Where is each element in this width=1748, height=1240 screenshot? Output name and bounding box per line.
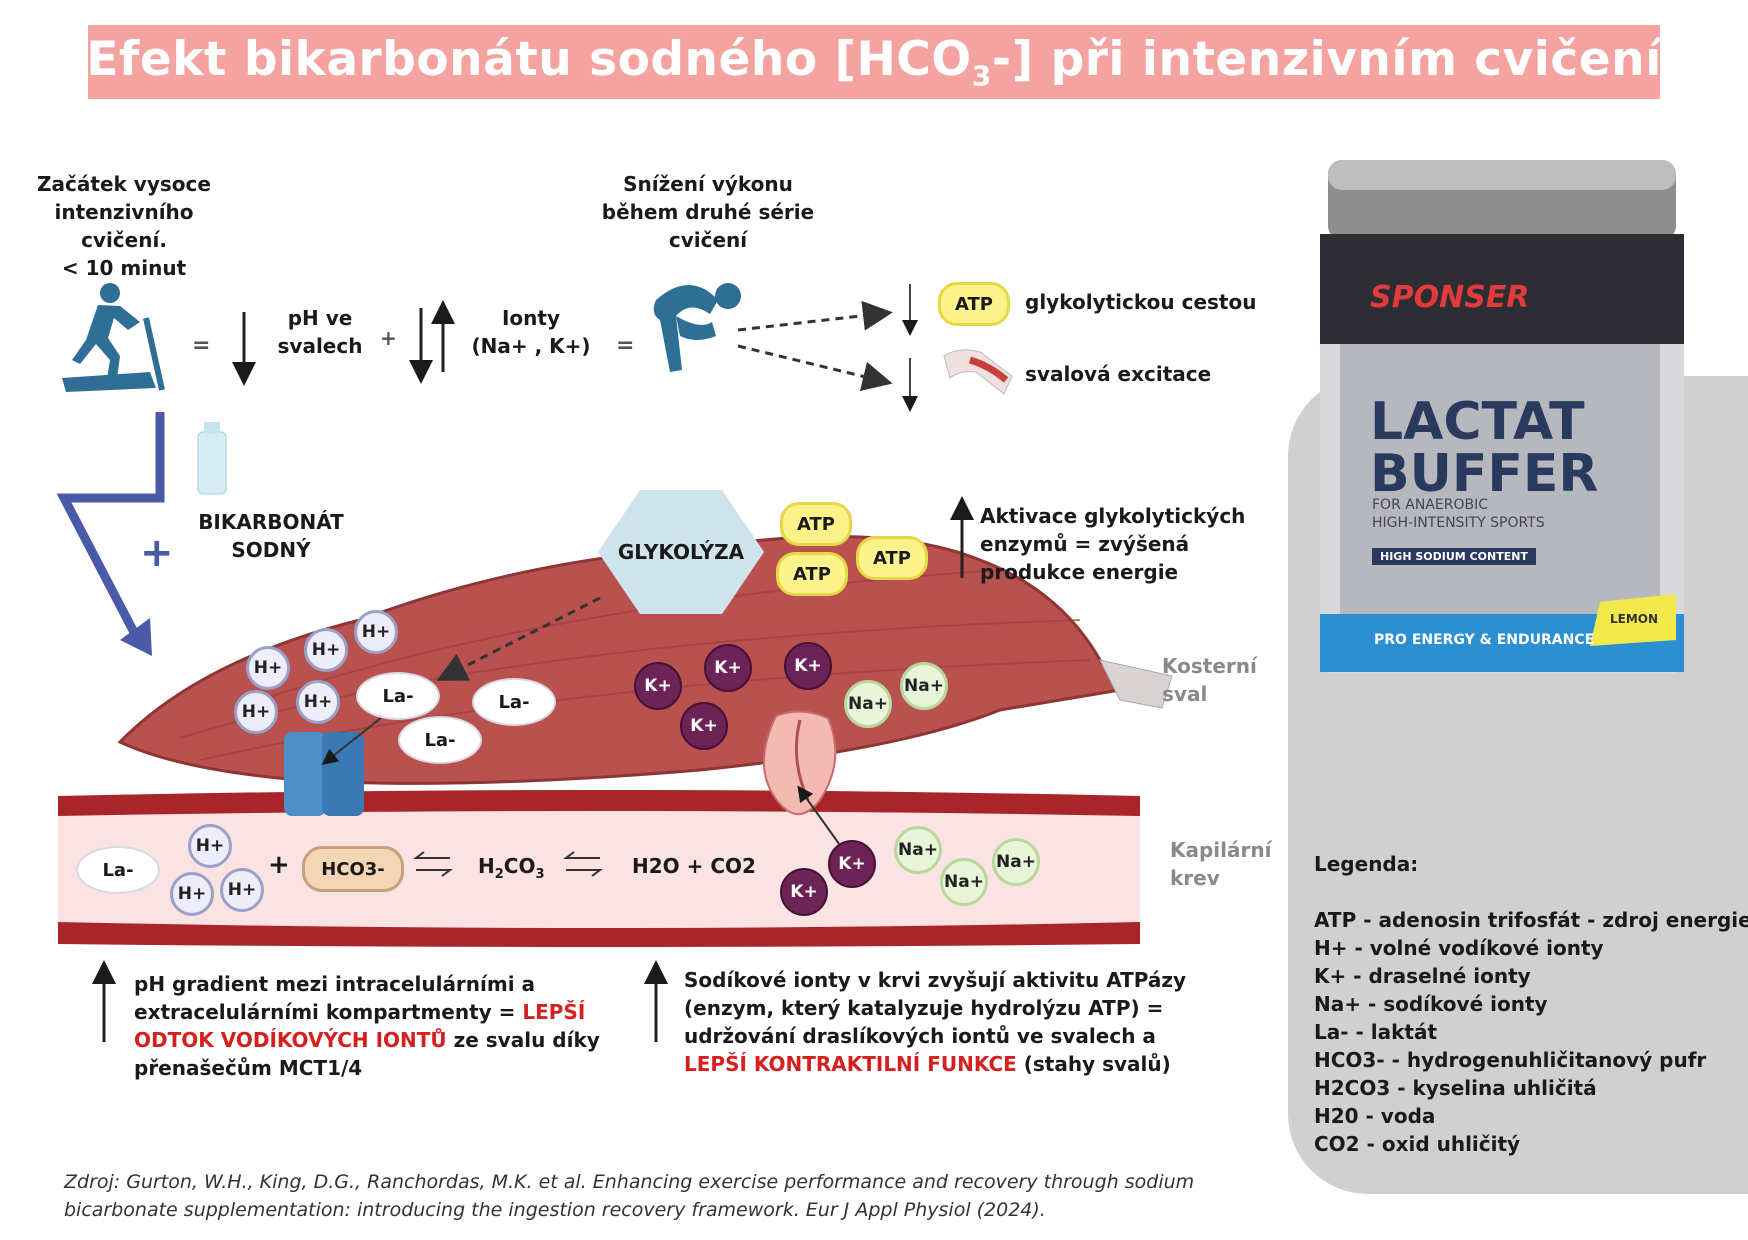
h-ion: H+ [188,824,232,868]
page-title: Efekt bikarbonátu sodného [HCO3-] při in… [86,31,1662,93]
legend-item: K+ - draselné ionty [1314,964,1531,988]
na-ion: Na+ [992,838,1040,886]
svg-text:=: = [192,333,210,358]
lactate-ion: La- [398,716,482,764]
legend-title: Legenda: [1314,852,1419,876]
plus-sign: + [268,850,290,880]
legend-item: HCO3- - hydrogenuhličitanový pufr [1314,1048,1707,1072]
atp-badge: ATP [938,282,1010,326]
na-ion: Na+ [844,680,892,728]
na-ion: Na+ [940,858,988,906]
h-ion: H+ [296,680,340,724]
atp-badge: ATP [780,502,852,546]
k-ion: K+ [680,702,728,750]
legend-item: Na+ - sodíkové ionty [1314,992,1548,1016]
muscle-arm-icon [943,349,1013,395]
glycolytic-pathway-label: glykolytickou cestou [1025,290,1257,314]
svg-text:+: + [380,326,397,350]
mct-transporter [284,732,364,816]
legend-item: La- - laktát [1314,1020,1438,1044]
lactate-ion: La- [356,672,440,720]
legend-item: H20 - voda [1314,1104,1436,1128]
atp-badge: ATP [776,552,848,596]
water-bottle-icon [197,422,227,495]
na-ion: Na+ [900,662,948,710]
k-ion: K+ [784,642,832,690]
legend-item: H+ - volné vodíkové ionty [1314,936,1604,960]
product-brand: SPONSER [1370,280,1530,315]
legend: Legenda: ATP - adenosin trifosfát - zdro… [1314,850,1748,1158]
runner-icon [62,283,165,392]
atp-badge: ATP [856,536,928,580]
ions-label: Ionty(Na+ , K+) [471,306,591,358]
glycolysis-label: GLYKOLÝZA [617,540,745,564]
h-ion: H+ [246,646,290,690]
legend-item: ATP - adenosin trifosfát - zdroj energie [1314,908,1748,932]
h-ion: H+ [354,610,398,654]
bicarbonate-path-arrow [56,412,165,643]
k-ion: K+ [828,840,876,888]
na-ion: Na+ [894,826,942,874]
svg-text:=: = [616,333,634,358]
carbonic-acid-label: H2CO3 [478,854,545,882]
bicarbonate-ion: HCO3- [302,846,404,892]
source-citation: Zdroj: Gurton, W.H., King, D.G., Ranchor… [64,1171,1195,1221]
legend-item: H2CO3 - kyselina uhličitá [1314,1076,1597,1100]
title-banner: Efekt bikarbonátu sodného [HCO3-] při in… [86,25,1662,99]
k-ion: K+ [704,644,752,692]
k-ion: K+ [634,662,682,710]
ph-gradient-note: pH gradient mezi intracelulárními a extr… [134,972,600,1080]
svg-text:+: + [140,530,174,576]
lactate-ion: La- [472,678,556,726]
product-band: PRO ENERGY & ENDURANCE [1374,632,1595,648]
muscle-excitation-label: svalová excitace [1025,362,1212,386]
k-ion: K+ [780,868,828,916]
h-ion: H+ [304,628,348,672]
water-co2-label: H2O + CO2 [632,854,756,878]
h-ion: H+ [170,872,214,916]
product-flavor: LEMON [1610,612,1659,626]
lactate-ion: La- [76,846,160,894]
glycolysis-hexagon [598,490,764,614]
fatigued-person-icon [653,283,741,372]
h-ion: H+ [234,690,278,734]
product-badge: HIGH SODIUM CONTENT [1372,548,1536,565]
legend-item: CO2 - oxid uhličitý [1314,1132,1521,1156]
h-ion: H+ [220,868,264,912]
sodium-atpase-note: Sodíkové ionty v krvi zvyšují aktivitu A… [684,968,1187,1076]
